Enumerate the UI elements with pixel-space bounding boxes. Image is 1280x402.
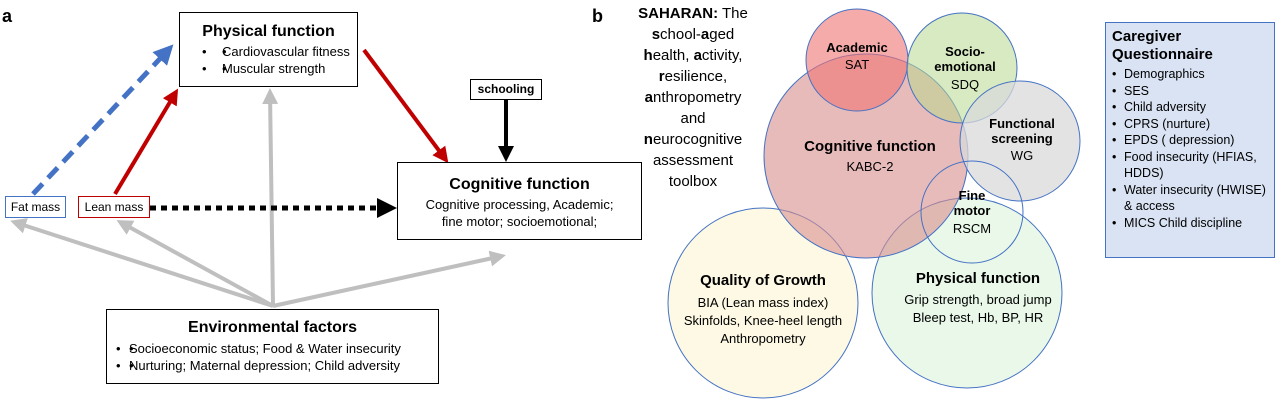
- lean-mass-label: Lean mass: [84, 200, 144, 214]
- socio-emotional-sub: SDQ: [950, 77, 980, 92]
- physical-function-item: •Cardiovascular fitness: [180, 44, 357, 59]
- physical-function-title: Physical function: [202, 23, 335, 40]
- quality-of-growth-circle: [667, 207, 859, 399]
- cognitive-function-title: Cognitive function: [449, 176, 590, 193]
- panel-a-label: a: [2, 6, 13, 26]
- env-to-lean-arrow: [116, 220, 274, 308]
- physical-to-cognitive-arrow: [362, 48, 449, 164]
- fine-motor-title: motor: [953, 203, 991, 218]
- saharan-line: school-aged: [651, 26, 735, 43]
- environmental-factors-title: Environmental factors: [188, 319, 357, 336]
- fine-motor-title: Fine: [958, 188, 986, 203]
- lean-to-physical-arrow: [113, 88, 179, 196]
- saharan-line: resilience,: [658, 68, 728, 85]
- academic-title: Academic: [826, 40, 888, 55]
- caregiver-questionnaire-box: Caregiver Questionnaire Demographics SES…: [1105, 22, 1275, 258]
- saharan-line: SAHARAN: The: [638, 5, 748, 22]
- physical-function-circle-line: Bleep test, Hb, BP, HR: [912, 310, 1044, 325]
- functional-screening-title: screening: [991, 131, 1053, 146]
- physical-function-item: •Muscular strength: [180, 61, 357, 76]
- caregiver-title: Caregiver: [1112, 28, 1182, 45]
- caregiver-item: Child adversity: [1112, 99, 1268, 116]
- functional-screening-label: Functional screening WG: [980, 116, 1064, 163]
- quality-of-growth-title: Quality of Growth: [700, 272, 826, 289]
- saharan-line: health, activity,: [643, 47, 743, 64]
- physical-function-box: Physical function •Cardiovascular fitnes…: [179, 12, 358, 87]
- schooling-box: schooling: [470, 79, 542, 100]
- physical-function-circle-title: Physical function: [915, 270, 1041, 287]
- quality-of-growth-line: BIA (Lean mass index): [697, 295, 829, 310]
- fat-mass-box: Fat mass: [5, 196, 66, 218]
- quality-of-growth-line: Anthropometry: [720, 331, 806, 346]
- functional-screening-title: Functional: [989, 116, 1055, 131]
- caregiver-title: Questionnaire: [1112, 46, 1213, 63]
- caregiver-item: EPDS ( depression): [1112, 132, 1268, 149]
- env-to-cognitive-arrow: [272, 250, 506, 308]
- caregiver-item: MICS Child discipline: [1112, 215, 1268, 232]
- saharan-line: anthropometry: [644, 89, 742, 106]
- caregiver-item: Food insecurity (HFIAS, HDDS): [1112, 149, 1268, 182]
- cognitive-function-box: Cognitive function Cognitive processing,…: [397, 162, 642, 240]
- cognitive-function-label: Cognitive function KABC-2: [785, 138, 955, 174]
- environmental-factors-box: Environmental factors •Socioeconomic sta…: [106, 309, 439, 384]
- physical-function-circle-label: Physical function Grip strength, broad j…: [888, 270, 1068, 325]
- physical-function-circle: [871, 197, 1063, 389]
- quality-of-growth-line: Skinfolds, Knee-heel length: [683, 313, 843, 328]
- saharan-line: toolbox: [668, 173, 718, 190]
- caregiver-item: SES: [1112, 83, 1268, 100]
- academic-label: Academic SAT: [817, 40, 897, 72]
- functional-screening-circle: [959, 80, 1081, 202]
- fat-mass-label: Fat mass: [10, 200, 61, 214]
- caregiver-item: Water insecurity (HWISE) & access: [1112, 182, 1268, 215]
- environmental-factors-item: •Socioeconomic status; Food & Water inse…: [107, 341, 438, 356]
- socio-emotional-title: Socio-: [945, 44, 985, 59]
- caregiver-item: CPRS (nurture): [1112, 116, 1268, 133]
- cognitive-circle-sub: KABC-2: [846, 159, 894, 174]
- panel-b-label: b: [592, 6, 603, 26]
- functional-screening-sub: WG: [1010, 148, 1034, 163]
- socio-emotional-label: Socio- emotional SDQ: [920, 44, 1010, 92]
- fine-motor-sub: RSCM: [952, 221, 992, 236]
- saharan-line: assessment: [652, 152, 734, 169]
- fine-motor-label: Fine motor RSCM: [932, 188, 1012, 236]
- caregiver-item: Demographics: [1112, 66, 1268, 83]
- physical-function-circle-line: Grip strength, broad jump: [904, 292, 1052, 307]
- fine-motor-circle: [920, 160, 1024, 264]
- saharan-line: neurocognitive: [643, 131, 743, 148]
- cognitive-function-line: fine motor; socioemotional;: [441, 214, 598, 229]
- academic-sub: SAT: [844, 57, 870, 72]
- saharan-line: and: [680, 110, 706, 127]
- env-to-physical-arrow: [262, 88, 279, 307]
- cognitive-circle-title: Cognitive function: [804, 138, 936, 155]
- fat-to-physical-arrow: [31, 44, 174, 196]
- saharan-acronym: SAHARAN: The school-aged health, activit…: [626, 3, 760, 192]
- quality-of-growth-label: Quality of Growth BIA (Lean mass index) …: [678, 272, 848, 346]
- cognitive-function-line: Cognitive processing, Academic;: [425, 197, 614, 212]
- env-to-fat-arrow: [10, 218, 274, 308]
- socio-emotional-title: emotional: [934, 59, 996, 74]
- schooling-label: schooling: [477, 82, 535, 96]
- lean-mass-box: Lean mass: [78, 196, 150, 218]
- environmental-factors-item: •Nurturing; Maternal depression; Child a…: [107, 358, 438, 373]
